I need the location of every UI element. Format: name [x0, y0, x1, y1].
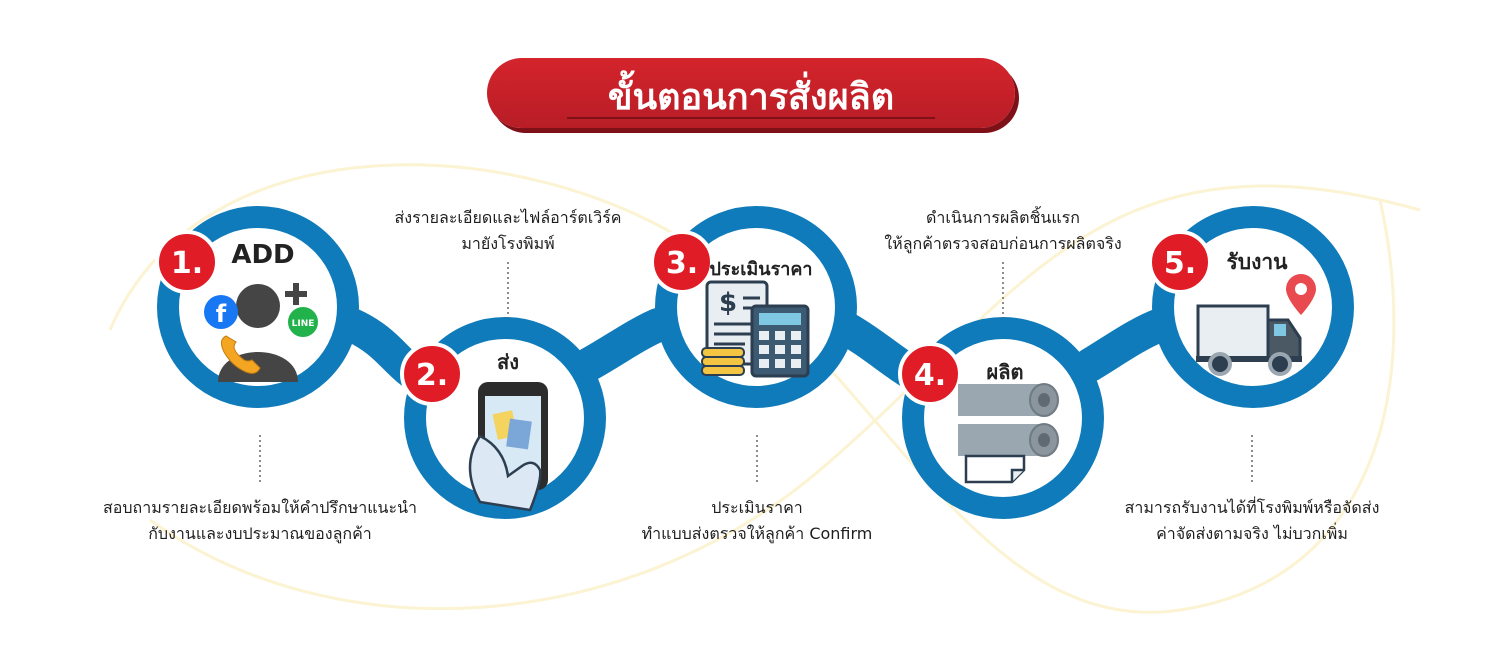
step-1-title: ADD [231, 240, 295, 270]
step-5-badge [1148, 230, 1212, 294]
step-1-description-line-1: สอบถามรายละเอียดพร้อมให้คำปรึกษาแนะนำ [102, 498, 418, 517]
step-2-description-line-2: มายังโรงพิมพ์ [461, 234, 555, 253]
svg-text:$: $ [719, 288, 737, 318]
step-1-description: สอบถามรายละเอียดพร้อมให้คำปรึกษาแนะนำ กั… [70, 495, 450, 547]
invoice-calculator-coins-icon: $ [701, 280, 810, 378]
step-3-description-line-1: ประเมินราคา [711, 498, 803, 517]
svg-text:f: f [216, 300, 227, 328]
step-4-description-line-1: ดำเนินการผลิตชิ้นแรก [926, 208, 1080, 227]
page-title: ขั้นตอนการสั่งผลิต [607, 77, 895, 118]
paper-rolls-icon [958, 383, 1059, 484]
step-2-badge [400, 342, 464, 406]
step-1-number: 1. [171, 246, 203, 281]
step-5-number: 5. [1164, 246, 1196, 281]
title-banner: ขั้นตอนการสั่งผลิต [487, 58, 1015, 128]
step-1-badge [155, 230, 219, 294]
background-swoosh-left [108, 163, 1396, 614]
step-2-number: 2. [416, 358, 448, 393]
step-4-description-line-2: ให้ลูกค้าตรวจสอบก่อนการผลิตจริง [884, 234, 1122, 253]
step-3-number: 3. [666, 246, 698, 281]
step-2-description: ส่งรายละเอียดและไฟล์อาร์ตเวิร์ค มายังโรง… [358, 205, 658, 257]
step-2-description-line-1: ส่งรายละเอียดและไฟล์อาร์ตเวิร์ค [394, 208, 622, 227]
step-3-title: ประเมินราคา [709, 259, 813, 280]
step-3-description-line-2: ทำแบบส่งตรวจให้ลูกค้า Confirm [641, 524, 873, 543]
smartphone-upload-icon [468, 382, 548, 512]
background-swoosh-right [149, 184, 1421, 611]
connector-4-5 [1073, 308, 1177, 382]
step-1-description-line-2: กับงานและงบประมาณของลูกค้า [148, 524, 372, 543]
user-contact-social-icon: f LINE [204, 283, 320, 382]
step-3-badge [650, 230, 714, 294]
delivery-truck-location-icon [1196, 274, 1316, 376]
step-4-badge [898, 342, 962, 406]
title-underline [567, 117, 935, 119]
step-5-title: รับงาน [1226, 250, 1288, 274]
step-5-description: สามารถรับงานได้ที่โรงพิมพ์หรือจัดส่ง ค่า… [1092, 495, 1412, 547]
step-3-description: ประเมินราคา ทำแบบส่งตรวจให้ลูกค้า Confir… [607, 495, 907, 547]
step-4-description: ดำเนินการผลิตชิ้นแรก ให้ลูกค้าตรวจสอบก่อ… [853, 205, 1153, 257]
step-5-description-line-2: ค่าจัดส่งตามจริง ไม่บวกเพิ่ม [1156, 524, 1348, 543]
step-4-number: 4. [914, 358, 946, 393]
svg-text:LINE: LINE [292, 319, 315, 329]
step-4-title: ผลิต [986, 360, 1024, 384]
step-2-title: ส่ง [497, 350, 519, 374]
connector-2-3 [571, 308, 675, 382]
step-5-description-line-1: สามารถรับงานได้ที่โรงพิมพ์หรือจัดส่ง [1124, 498, 1380, 517]
